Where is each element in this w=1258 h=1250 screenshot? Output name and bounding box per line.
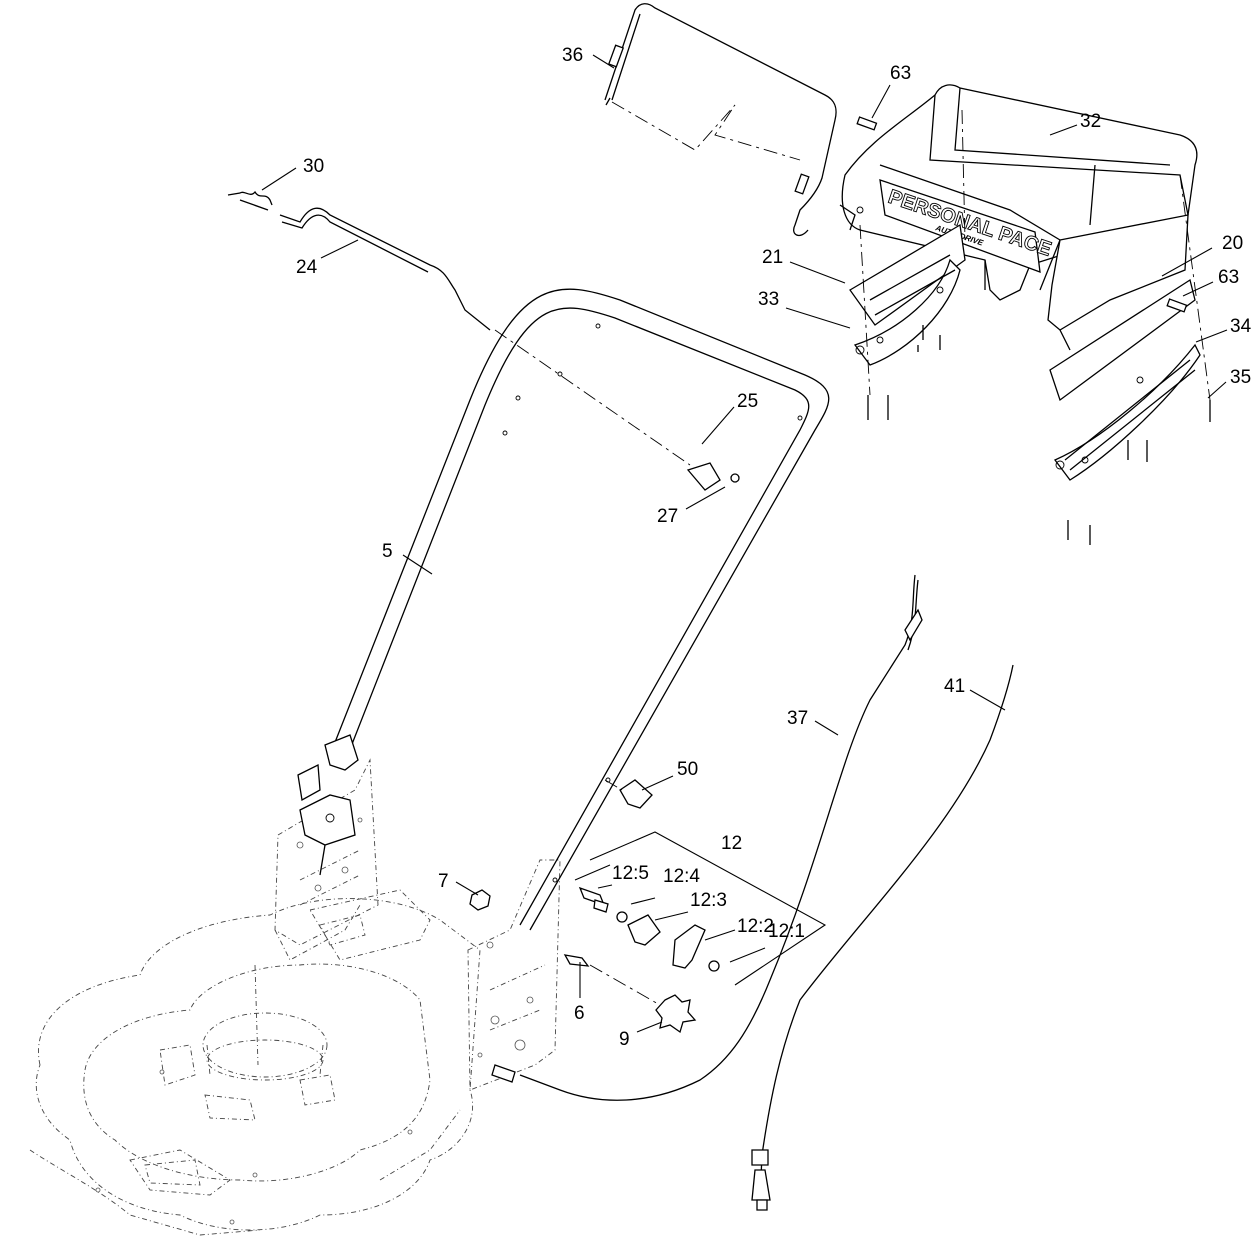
callout-30: 30	[303, 156, 324, 177]
left-handle-knob-assembly	[297, 734, 359, 876]
bail-wire	[604, 3, 837, 237]
callout-12-2: 12:2	[737, 916, 774, 937]
connector-50	[604, 779, 653, 809]
callout-63-top: 63	[890, 63, 911, 84]
callout-37: 37	[787, 708, 808, 729]
left-handle-bracket-ghost	[274, 758, 431, 961]
callout-labels: 36 63 32 30 24 21 20 63 33 34 35 25 27 5…	[296, 45, 1252, 1050]
callout-6: 6	[574, 1003, 585, 1024]
callout-35: 35	[1230, 367, 1251, 388]
callout-7: 7	[438, 871, 449, 892]
callout-27: 27	[657, 506, 678, 527]
callout-12-1: 12:1	[768, 921, 805, 942]
callout-21: 21	[762, 247, 783, 268]
leader-lines	[261, 54, 1228, 1033]
callout-32: 32	[1080, 111, 1101, 132]
callout-33: 33	[758, 289, 779, 310]
callout-50: 50	[677, 759, 698, 780]
callout-12-3: 12:3	[690, 890, 727, 911]
cable-41	[751, 664, 1014, 1211]
callout-34: 34	[1230, 316, 1252, 337]
mower-deck-ghost	[29, 898, 481, 1236]
callout-36: 36	[562, 45, 583, 66]
cable-37	[491, 574, 923, 1101]
pins-63	[856, 116, 1188, 313]
callout-12: 12	[721, 833, 742, 854]
left-control-bar	[849, 223, 966, 366]
callout-63-right: 63	[1218, 267, 1239, 288]
callout-20: 20	[1222, 233, 1243, 254]
right-handle-bracket-ghost	[467, 859, 561, 1091]
callout-25: 25	[737, 391, 758, 412]
right-control-bar	[1049, 278, 1201, 481]
callout-12-5: 12:5	[612, 863, 649, 884]
callout-41: 41	[944, 676, 965, 697]
spring-and-rod	[227, 190, 691, 466]
main-handle-tube	[329, 288, 830, 931]
callout-9: 9	[619, 1029, 630, 1050]
callout-12-4: 12:4	[663, 866, 700, 887]
handle-bushing-25-27	[686, 462, 740, 491]
callout-5: 5	[382, 541, 393, 562]
callout-24: 24	[296, 257, 318, 278]
screws-group	[859, 109, 1211, 545]
knob-assembly-12	[469, 831, 827, 1034]
